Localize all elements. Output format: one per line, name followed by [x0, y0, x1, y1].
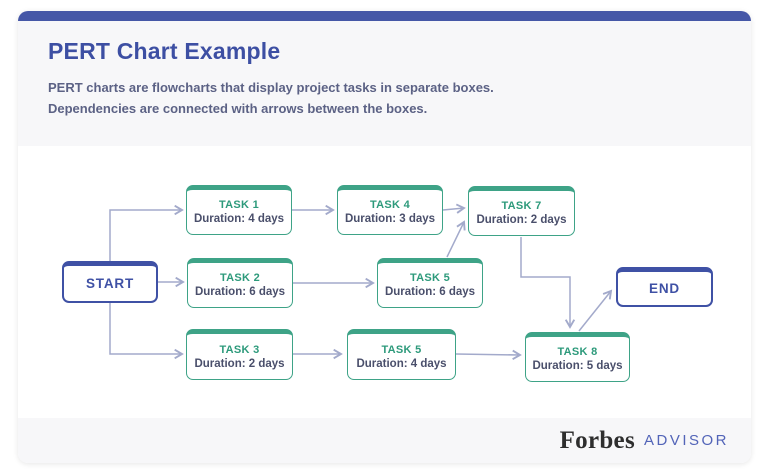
- task3-node: TASK 3 Duration: 2 days: [186, 329, 293, 380]
- task5-bottom-node: TASK 5 Duration: 4 days: [347, 329, 456, 380]
- task7-node: TASK 7 Duration: 2 days: [468, 186, 575, 236]
- edge-task5bottom-task8: [455, 349, 522, 360]
- card-accent-strip: [18, 11, 751, 21]
- task2-duration: Duration: 6 days: [194, 286, 286, 298]
- task8-node: TASK 8 Duration: 5 days: [525, 332, 630, 382]
- edge-start-task3: [109, 303, 184, 360]
- task3-title: TASK 3: [219, 343, 260, 356]
- task5-mid-duration: Duration: 6 days: [384, 286, 476, 298]
- subtitle-line-1: PERT charts are flowcharts that display …: [48, 80, 494, 95]
- subtitle: PERT charts are flowcharts that display …: [48, 77, 721, 119]
- task5-mid-node: TASK 5 Duration: 6 days: [377, 258, 483, 308]
- task8-duration: Duration: 5 days: [532, 360, 623, 372]
- edge-start-task1: [109, 204, 184, 261]
- advisor-wordmark: ADVISOR: [643, 432, 729, 449]
- end-label: END: [649, 281, 680, 296]
- task2-title: TASK 2: [219, 272, 261, 284]
- start-label: START: [86, 276, 134, 291]
- task5-bottom-title: TASK 5: [381, 343, 422, 356]
- task4-node: TASK 4 Duration: 3 days: [337, 185, 443, 235]
- edge-task5mid-task7: [446, 220, 466, 258]
- task7-duration: Duration: 2 days: [476, 214, 567, 226]
- task7-title: TASK 7: [501, 200, 542, 212]
- task1-node: TASK 1 Duration: 4 days: [186, 185, 292, 235]
- subtitle-line-2: Dependencies are connected with arrows b…: [48, 101, 428, 116]
- end-node: END: [616, 267, 713, 307]
- task1-title: TASK 1: [218, 199, 260, 211]
- task4-duration: Duration: 3 days: [344, 213, 436, 225]
- header-section: PERT Chart Example PERT charts are flowc…: [18, 21, 751, 146]
- task8-title: TASK 8: [557, 346, 598, 358]
- task2-node: TASK 2 Duration: 6 days: [187, 258, 293, 308]
- start-node: START: [62, 261, 158, 303]
- edge-task8-end: [578, 289, 613, 332]
- edge-task7-task8: [520, 237, 576, 329]
- task1-duration: Duration: 4 days: [193, 213, 285, 225]
- forbes-logo: Forbes: [559, 426, 635, 454]
- edge-task4-task7: [442, 203, 466, 214]
- task5-mid-title: TASK 5: [409, 272, 451, 284]
- task4-title: TASK 4: [369, 199, 411, 211]
- footer-section: Forbes ADVISOR: [18, 418, 751, 463]
- task3-duration: Duration: 2 days: [194, 357, 285, 370]
- task5-bottom-duration: Duration: 4 days: [356, 357, 447, 370]
- page-title: PERT Chart Example: [48, 38, 281, 64]
